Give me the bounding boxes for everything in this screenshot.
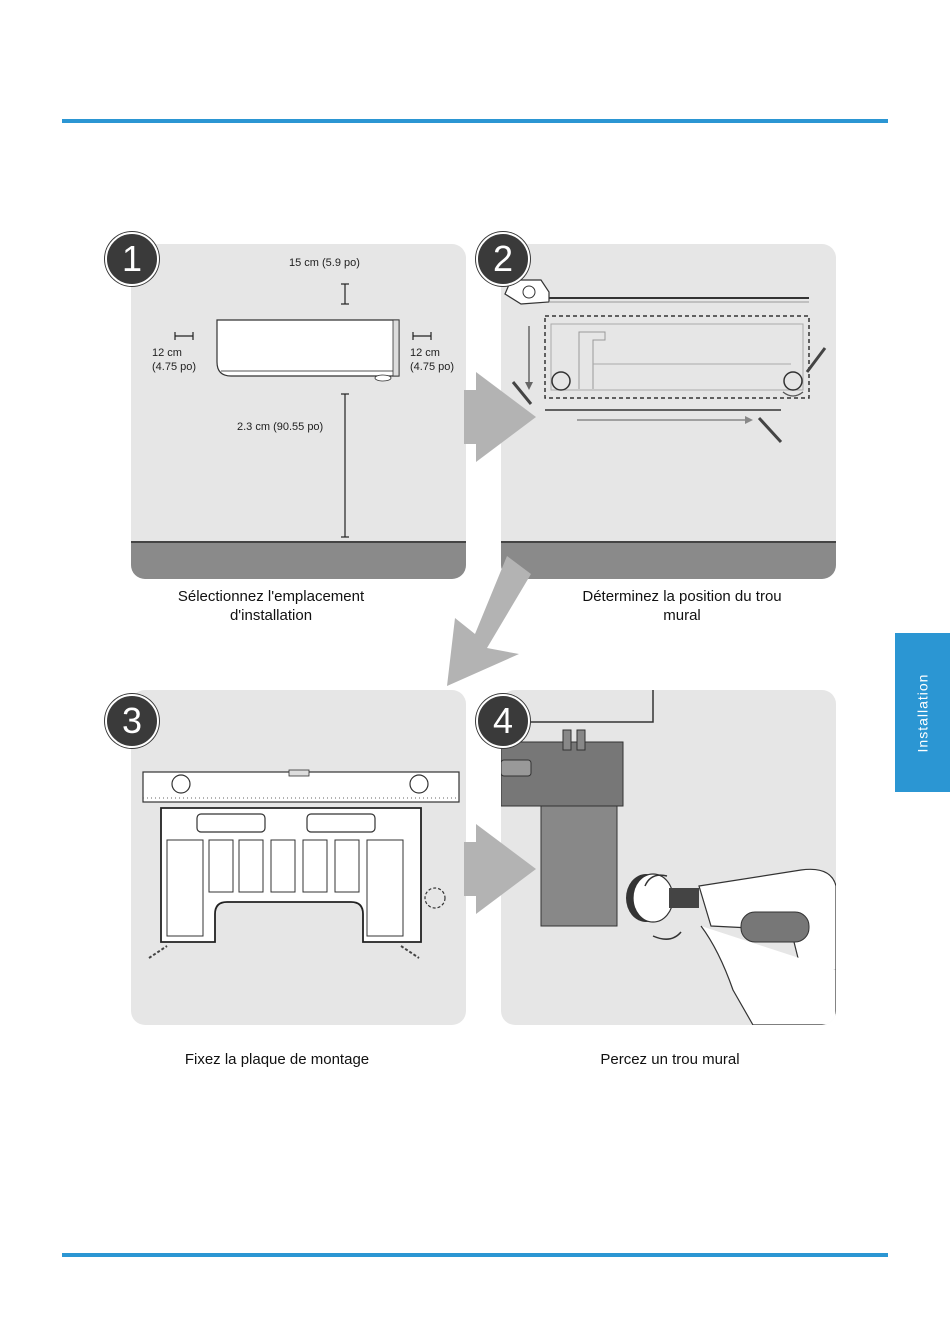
dim-left-clearance: 12 cm: [152, 346, 182, 360]
step-4-panel: [501, 690, 836, 1025]
arrow-step2-to-step3: [445, 556, 545, 688]
header-rule: [62, 119, 888, 123]
step-2-caption-line1: Déterminez la position du trou: [532, 587, 832, 606]
step-4-caption: Percez un trou mural: [520, 1050, 820, 1069]
step-2-badge: 2: [476, 232, 530, 286]
step-2-panel: [501, 244, 836, 579]
step-4-illustration: [501, 690, 836, 1025]
step-4-badge: 4: [476, 694, 530, 748]
step-1-caption-line1: Sélectionnez l'emplacement: [121, 587, 421, 606]
step-1-badge: 1: [105, 232, 159, 286]
step-2-caption-line2: mural: [532, 606, 832, 625]
step-3-panel: [131, 690, 466, 1025]
step-1-caption-line2: d'installation: [121, 606, 421, 625]
section-tab-installation[interactable]: Installation: [895, 633, 950, 792]
dim-floor-clearance: 2.3 cm (90.55 po): [237, 420, 323, 434]
arrow-step3-to-step4: [464, 824, 536, 914]
dim-left-clearance-imperial: (4.75 po): [152, 360, 196, 374]
step-1-illustration: [131, 244, 466, 579]
footer-rule: [62, 1253, 888, 1257]
step-1-panel: 15 cm (5.9 po) 12 cm (4.75 po) 12 cm (4.…: [131, 244, 466, 579]
step-3-caption: Fixez la plaque de montage: [127, 1050, 427, 1069]
step-3-badge: 3: [105, 694, 159, 748]
arrow-step1-to-step2: [464, 372, 536, 462]
step-2-illustration: [501, 244, 836, 579]
dim-top-clearance: 15 cm (5.9 po): [289, 256, 360, 270]
step-1-caption: Sélectionnez l'emplacement d'installatio…: [121, 587, 421, 625]
step-2-caption: Déterminez la position du trou mural: [532, 587, 832, 625]
dim-right-clearance-imperial: (4.75 po): [410, 360, 454, 374]
section-tab-label: Installation: [915, 673, 931, 752]
step-3-illustration: [131, 690, 466, 1025]
dim-right-clearance: 12 cm: [410, 346, 440, 360]
